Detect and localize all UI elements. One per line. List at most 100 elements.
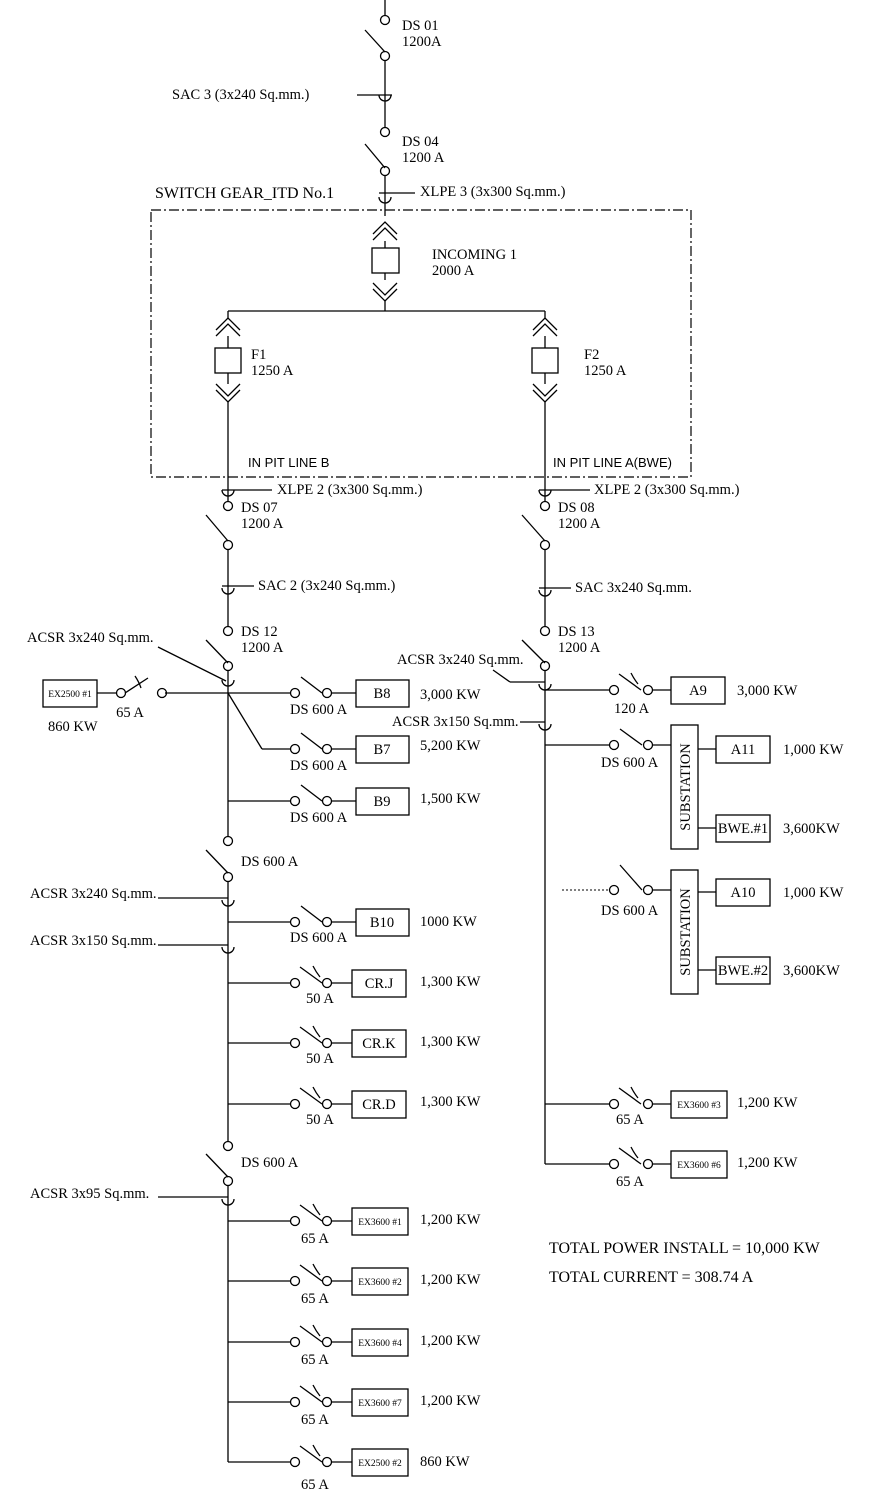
ex2500-1-label: EX2500 #1 bbox=[48, 690, 92, 700]
ds04-label: DS 04 bbox=[402, 134, 439, 150]
ds600-section3-label: DS 600 A bbox=[241, 1155, 299, 1171]
substation2-switch-rating: DS 600 A bbox=[601, 903, 659, 919]
substation1-switch-rating: DS 600 A bbox=[601, 755, 659, 771]
total-power-install: TOTAL POWER INSTALL = 10,000 KW bbox=[549, 1240, 821, 1257]
b9-box bbox=[355, 787, 410, 816]
b8-kw: 3,000 KW bbox=[420, 687, 481, 703]
switchgear-title: SWITCH GEAR_ITD No.1 bbox=[155, 185, 334, 202]
ds01-label: DS 01 bbox=[402, 18, 439, 34]
xlpe3-label: XLPE 3 (3x300 Sq.mm.) bbox=[420, 184, 566, 200]
b9-switch-rating: DS 600 A bbox=[290, 810, 348, 826]
acsr240-left-label: ACSR 3x240 Sq.mm. bbox=[27, 630, 154, 646]
a9-label: A9 bbox=[689, 683, 707, 699]
f1-label: F1 bbox=[251, 347, 266, 363]
ex3600-1-fuse-rating: 65 A bbox=[301, 1231, 329, 1247]
b7-switch-rating: DS 600 A bbox=[290, 758, 348, 774]
f1-breaker bbox=[214, 347, 242, 374]
bwe1-kw: 3,600KW bbox=[783, 821, 840, 837]
b8-switch-rating: DS 600 A bbox=[290, 702, 348, 718]
ds13-rating: 1200 A bbox=[558, 640, 601, 656]
sac-right-label: SAC 3x240 Sq.mm. bbox=[575, 580, 692, 596]
crk-box bbox=[351, 1029, 407, 1058]
b8-label: B8 bbox=[374, 686, 391, 702]
bwe2-kw: 3,600KW bbox=[783, 963, 840, 979]
b10-label: B10 bbox=[370, 915, 394, 931]
top-feeder: DS 01 1200A SAC 3 (3x240 Sq.mm.) DS 04 1… bbox=[172, 0, 566, 216]
substation2-label: SUBSTATION bbox=[678, 888, 694, 976]
ex2500-1-box bbox=[42, 679, 98, 708]
b8-box bbox=[355, 679, 410, 708]
crj-label: CR.J bbox=[365, 976, 394, 992]
ds12-label: DS 12 bbox=[241, 624, 278, 640]
ex3600-3-kw: 1,200 KW bbox=[737, 1095, 798, 1111]
b7-label: B7 bbox=[374, 742, 391, 758]
b10-kw: 1000 KW bbox=[420, 914, 477, 930]
ex3600-3-label: EX3600 #3 bbox=[677, 1101, 721, 1111]
ex3600-2-fuse-rating: 65 A bbox=[301, 1291, 329, 1307]
b9-kw: 1,500 KW bbox=[420, 791, 481, 807]
total-current: TOTAL CURRENT = 308.74 A bbox=[549, 1269, 754, 1286]
incoming1-rating: 2000 A bbox=[432, 263, 475, 279]
crj-kw: 1,300 KW bbox=[420, 974, 481, 990]
a11-kw: 1,000 KW bbox=[783, 742, 844, 758]
totals: TOTAL POWER INSTALL = 10,000 KW TOTAL CU… bbox=[549, 1240, 821, 1286]
ex2500-1-fuse-rating: 65 A bbox=[116, 705, 144, 721]
a11-box bbox=[715, 735, 771, 764]
crd-label: CR.D bbox=[362, 1097, 395, 1113]
ex3600-6-box bbox=[670, 1150, 728, 1179]
ex3600-2-box bbox=[351, 1267, 409, 1296]
ds13-label: DS 13 bbox=[558, 624, 595, 640]
incoming1-breaker bbox=[371, 247, 400, 274]
f1-rating: 1250 A bbox=[251, 363, 294, 379]
ex3600-3-fuse-rating: 65 A bbox=[616, 1112, 644, 1128]
ex3600-2-kw: 1,200 KW bbox=[420, 1272, 481, 1288]
acsr150-right-label: ACSR 3x150 Sq.mm. bbox=[392, 714, 519, 730]
ex3600-4-kw: 1,200 KW bbox=[420, 1333, 481, 1349]
a11-label: A11 bbox=[731, 742, 755, 758]
b7-box bbox=[355, 735, 410, 764]
acsr150-section2-label: ACSR 3x150 Sq.mm. bbox=[30, 933, 157, 949]
b10-switch-rating: DS 600 A bbox=[290, 930, 348, 946]
line-b-feeder: XLPE 2 (3x300 Sq.mm.) DS 07 1200 A SAC 2… bbox=[27, 402, 481, 1493]
incoming1-label: INCOMING 1 bbox=[432, 247, 517, 263]
ex3600-2-label: EX3600 #2 bbox=[358, 1278, 402, 1288]
f2-breaker bbox=[531, 347, 559, 374]
sac2-label: SAC 2 (3x240 Sq.mm.) bbox=[258, 578, 396, 594]
crk-kw: 1,300 KW bbox=[420, 1034, 481, 1050]
sac3-label: SAC 3 (3x240 Sq.mm.) bbox=[172, 87, 310, 103]
ex3600-6-label: EX3600 #6 bbox=[677, 1161, 721, 1171]
ex3600-1-kw: 1,200 KW bbox=[420, 1212, 481, 1228]
b7-kw: 5,200 KW bbox=[420, 738, 481, 754]
a10-label: A10 bbox=[731, 885, 756, 901]
b9-label: B9 bbox=[374, 794, 391, 810]
ex2500-2-box bbox=[351, 1448, 409, 1477]
ex3600-7-box bbox=[351, 1388, 409, 1417]
a9-box bbox=[670, 676, 726, 705]
ex3600-7-kw: 1,200 KW bbox=[420, 1393, 481, 1409]
ex3600-4-box bbox=[351, 1328, 409, 1357]
bwe1-label: BWE.#1 bbox=[718, 821, 768, 837]
ds08-rating: 1200 A bbox=[558, 516, 601, 532]
acsr240-section2-label: ACSR 3x240 Sq.mm. bbox=[30, 886, 157, 902]
ex3600-4-label: EX3600 #4 bbox=[358, 1339, 402, 1349]
crd-box bbox=[351, 1090, 407, 1119]
ds01-rating: 1200A bbox=[402, 34, 442, 50]
bwe2-box bbox=[715, 956, 771, 985]
f2-rating: 1250 A bbox=[584, 363, 627, 379]
crk-label: CR.K bbox=[362, 1036, 396, 1052]
ds12-rating: 1200 A bbox=[241, 640, 284, 656]
substation1-label: SUBSTATION bbox=[678, 743, 694, 831]
switchgear-itd-no1: SWITCH GEAR_ITD No.1 INCOMING 1 2000 A F… bbox=[150, 185, 692, 478]
f2-label: F2 bbox=[584, 347, 599, 363]
ds04-rating: 1200 A bbox=[402, 150, 445, 166]
ex3600-1-box bbox=[351, 1207, 409, 1236]
bwe2-label: BWE.#2 bbox=[718, 963, 768, 979]
acsr240-right-label: ACSR 3x240 Sq.mm. bbox=[397, 652, 524, 668]
ex2500-1-kw: 860 KW bbox=[48, 719, 98, 735]
crd-fuse-rating: 50 A bbox=[306, 1112, 334, 1128]
in-pit-line-a-label: IN PIT LINE A(BWE) bbox=[553, 455, 672, 470]
in-pit-line-b-label: IN PIT LINE B bbox=[248, 455, 329, 470]
a10-box bbox=[715, 878, 771, 907]
